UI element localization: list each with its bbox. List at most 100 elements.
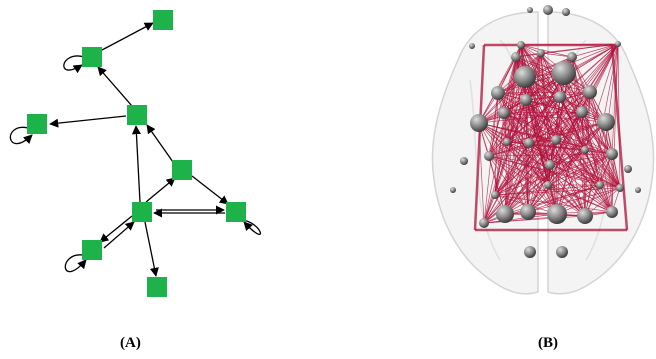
brain-node — [596, 181, 604, 189]
brain-node — [496, 205, 514, 223]
brain-edge — [483, 194, 496, 224]
brain-edge — [549, 164, 601, 186]
brain-node — [606, 206, 618, 218]
graph-node — [147, 277, 167, 297]
brain-edge — [528, 52, 542, 144]
brain-edge — [504, 153, 613, 215]
brain-edge — [503, 112, 621, 189]
graph-edge — [97, 66, 133, 107]
brain-edge — [488, 155, 529, 213]
brain-node — [450, 187, 456, 193]
brain-edge — [473, 44, 486, 231]
brain-edge — [504, 141, 508, 215]
brain-node — [606, 148, 618, 160]
brain-node — [562, 8, 570, 16]
panel-a-caption: (A) — [120, 335, 141, 351]
brain-node — [551, 135, 561, 145]
brain-node — [543, 5, 553, 15]
brain-connectivity-panel — [431, 5, 655, 295]
brain-node — [460, 157, 468, 165]
brain-node — [635, 187, 641, 193]
brain-node — [511, 52, 521, 62]
graph-edges — [9, 22, 261, 277]
brain-edge — [556, 149, 586, 215]
brain-edge — [584, 121, 607, 217]
brain-edge — [506, 141, 549, 186]
graph-edge — [103, 221, 135, 249]
brain-edge — [497, 92, 613, 155]
brain-edge — [527, 142, 530, 213]
brain-node — [581, 146, 589, 154]
brain-node — [470, 114, 488, 132]
brain-edge — [528, 142, 551, 166]
brain-node — [556, 246, 568, 258]
graph-edge — [131, 125, 141, 203]
panel-b-caption: (B) — [538, 335, 558, 351]
brain-node — [479, 218, 489, 228]
brain-edge — [494, 142, 530, 196]
brain-edge — [520, 44, 530, 144]
graph-edge — [145, 177, 176, 203]
brain-edge — [504, 43, 619, 215]
graph-node — [82, 47, 102, 67]
brain-node — [567, 52, 577, 62]
brain-edge — [494, 43, 619, 196]
brain-node — [552, 61, 576, 85]
graph-edge — [101, 22, 154, 51]
brain-edge — [527, 139, 557, 213]
brain-edge — [478, 122, 558, 215]
brain-edge — [527, 187, 621, 213]
brain-edge — [520, 44, 613, 155]
brain-edge — [581, 111, 621, 189]
brain-edge — [549, 43, 619, 166]
brain-edge — [494, 194, 613, 213]
brain-edge — [483, 142, 530, 224]
brain-edge — [611, 43, 619, 213]
graph-node — [172, 160, 192, 180]
self-loop-edge — [9, 126, 33, 145]
brain-edge — [488, 142, 530, 157]
brain-edge — [610, 44, 629, 231]
brain-edge — [520, 44, 551, 166]
brain-edge — [589, 91, 613, 213]
brain-edge — [581, 111, 613, 155]
brain-edge — [506, 141, 586, 151]
brain-edge — [559, 96, 613, 155]
brain-edge — [494, 184, 601, 196]
brain-edge — [540, 52, 573, 58]
brain-edge — [527, 149, 586, 213]
brain-node — [524, 138, 534, 148]
brain-node — [547, 204, 567, 224]
brain-edge — [494, 112, 505, 196]
brain-edge — [483, 141, 508, 224]
brain-node — [520, 204, 536, 220]
graph-nodes — [27, 10, 246, 297]
graph-edge — [191, 175, 229, 205]
graph-edge — [49, 115, 127, 128]
brain-edge — [547, 184, 613, 213]
brain-edge — [584, 149, 621, 189]
brain-node — [527, 7, 533, 13]
graph-node — [127, 105, 147, 125]
brain-node — [577, 208, 593, 224]
brain-nodes — [450, 5, 641, 258]
brain-node — [520, 94, 532, 106]
brain-node — [597, 113, 615, 131]
brain-node — [554, 91, 566, 103]
brain-node — [484, 151, 494, 161]
brain-edge — [525, 99, 586, 151]
brain-edge — [605, 121, 613, 213]
brain-edge — [547, 184, 586, 217]
brain-edge — [520, 44, 621, 189]
brain-edge — [506, 99, 527, 143]
brain-node — [583, 85, 597, 99]
brain-edge — [483, 43, 619, 224]
brain-node — [524, 246, 536, 258]
brain-edge — [547, 153, 613, 186]
brain-edge — [547, 149, 586, 186]
brain-edge — [571, 56, 613, 155]
self-loop-edge — [63, 55, 85, 74]
graph-edge — [146, 124, 174, 163]
graph-node — [82, 240, 102, 260]
